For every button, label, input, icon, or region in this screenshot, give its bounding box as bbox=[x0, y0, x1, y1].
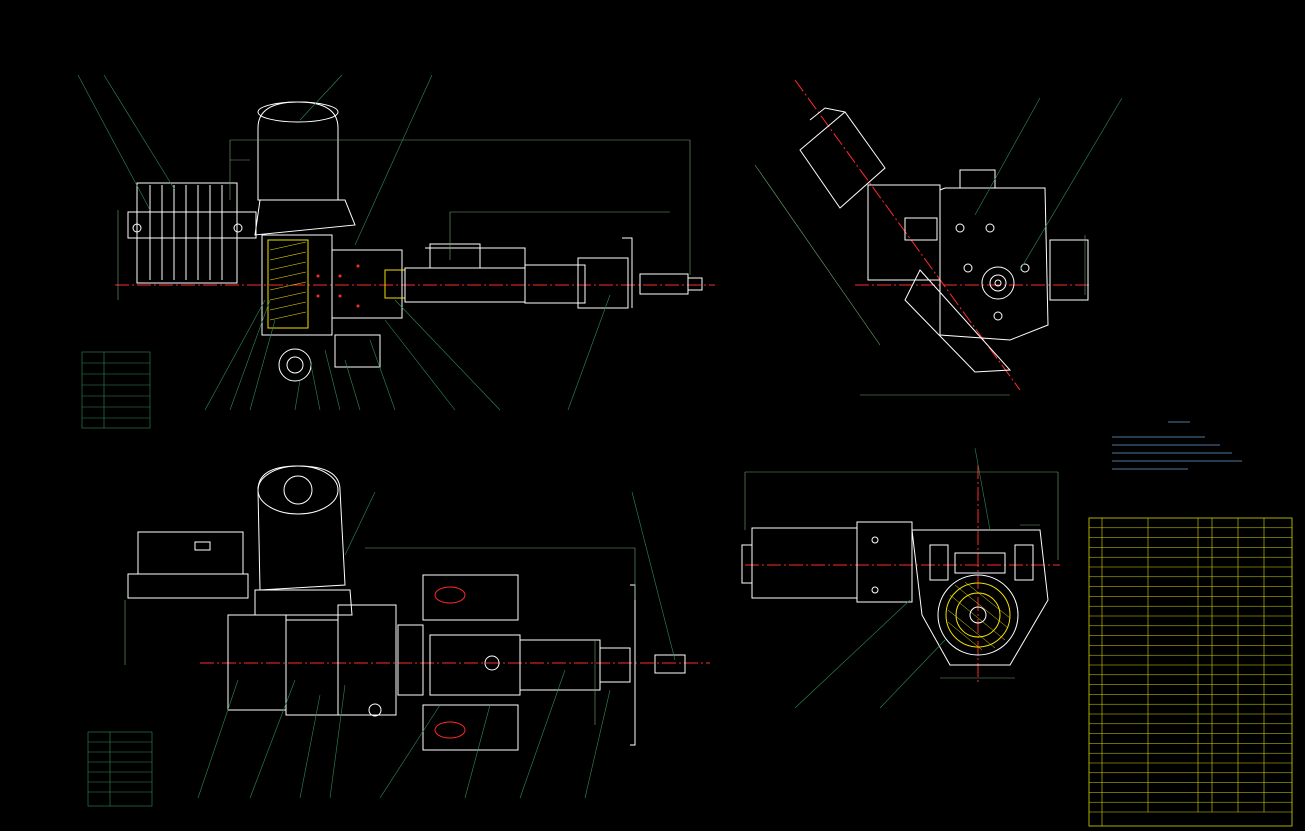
bom-table bbox=[1088, 517, 1293, 827]
front-view bbox=[77, 74, 715, 429]
top-controller bbox=[127, 531, 249, 599]
worm-gear bbox=[937, 574, 1019, 656]
front-dimensions bbox=[117, 139, 691, 300]
top-motor bbox=[254, 465, 353, 616]
technical-requirements bbox=[1112, 421, 1242, 470]
front-leaders bbox=[77, 74, 611, 411]
top-leaders bbox=[197, 491, 676, 799]
top-gearbox bbox=[227, 604, 424, 717]
top-view bbox=[87, 465, 710, 807]
section-view bbox=[741, 447, 1060, 709]
motor bbox=[254, 101, 356, 236]
gearbox-section bbox=[261, 234, 406, 382]
section-motor bbox=[741, 521, 913, 603]
side-dimensions bbox=[754, 164, 1086, 396]
section-housing bbox=[911, 529, 1049, 666]
side-leaders bbox=[974, 97, 1123, 271]
top-dimensions bbox=[124, 547, 636, 725]
left-housing bbox=[127, 182, 257, 284]
steering-shaft bbox=[404, 237, 703, 309]
side-housing bbox=[799, 107, 1089, 373]
param-table-1 bbox=[81, 351, 151, 429]
side-view bbox=[754, 79, 1123, 396]
param-table-2 bbox=[87, 731, 153, 807]
bom-rows bbox=[1089, 527, 1292, 813]
top-shaft bbox=[422, 574, 686, 751]
tech-req-lines bbox=[1112, 436, 1242, 470]
section-dimensions bbox=[744, 471, 1059, 679]
section-leaders bbox=[794, 447, 991, 709]
